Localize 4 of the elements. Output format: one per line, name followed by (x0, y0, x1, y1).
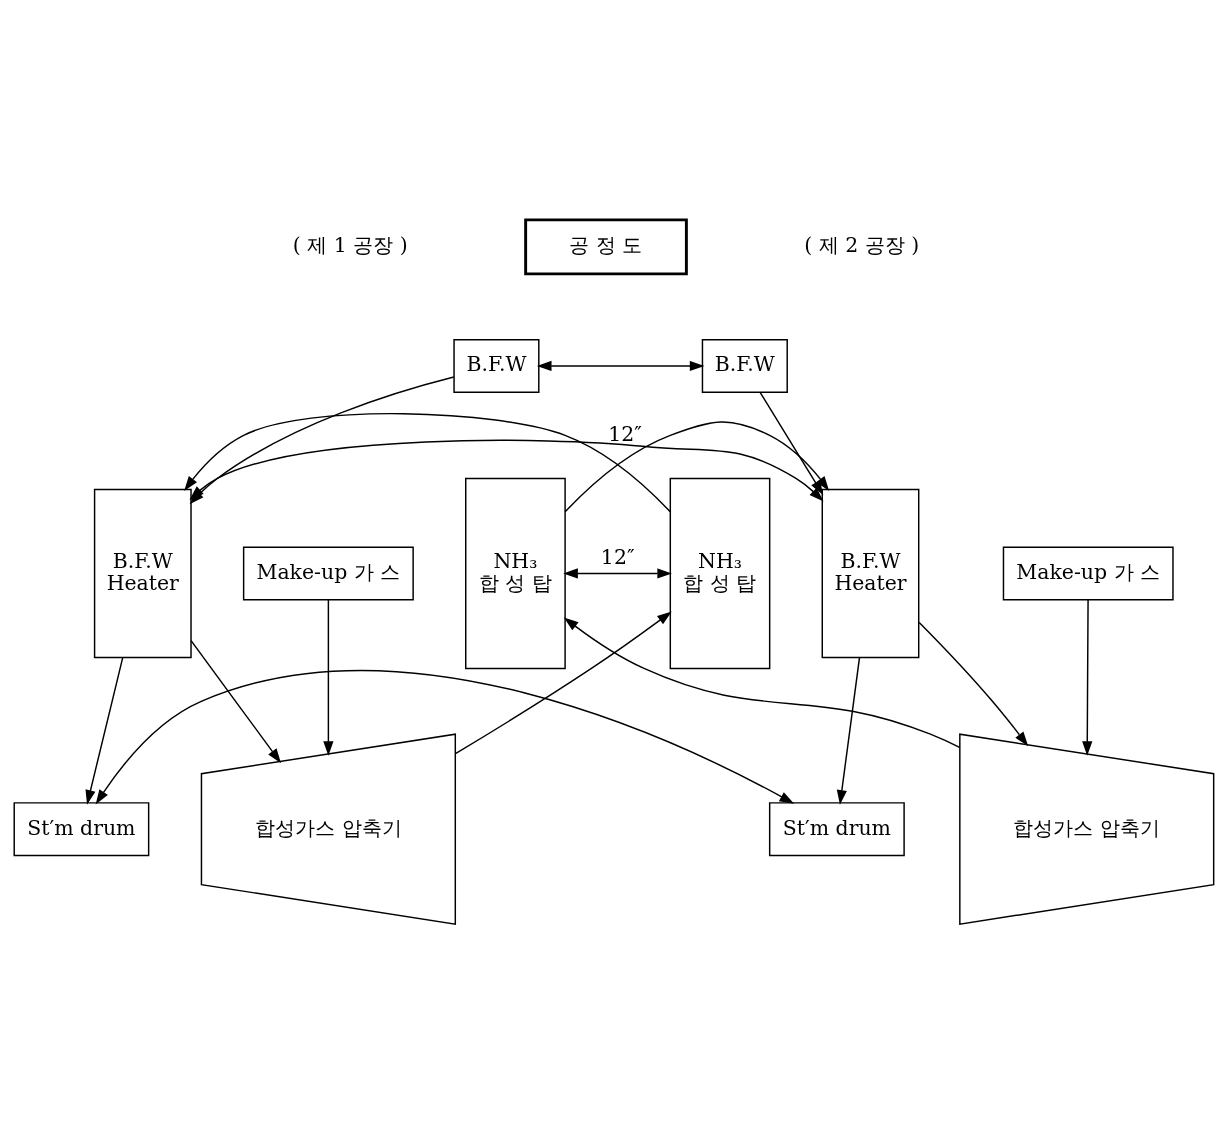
edge-label: 12″ (600, 544, 635, 569)
label: ( 제 1 공장 ) (292, 232, 408, 257)
label: ( 제 2 공장 ) (804, 232, 920, 257)
edge-label: 12″ (608, 421, 642, 446)
